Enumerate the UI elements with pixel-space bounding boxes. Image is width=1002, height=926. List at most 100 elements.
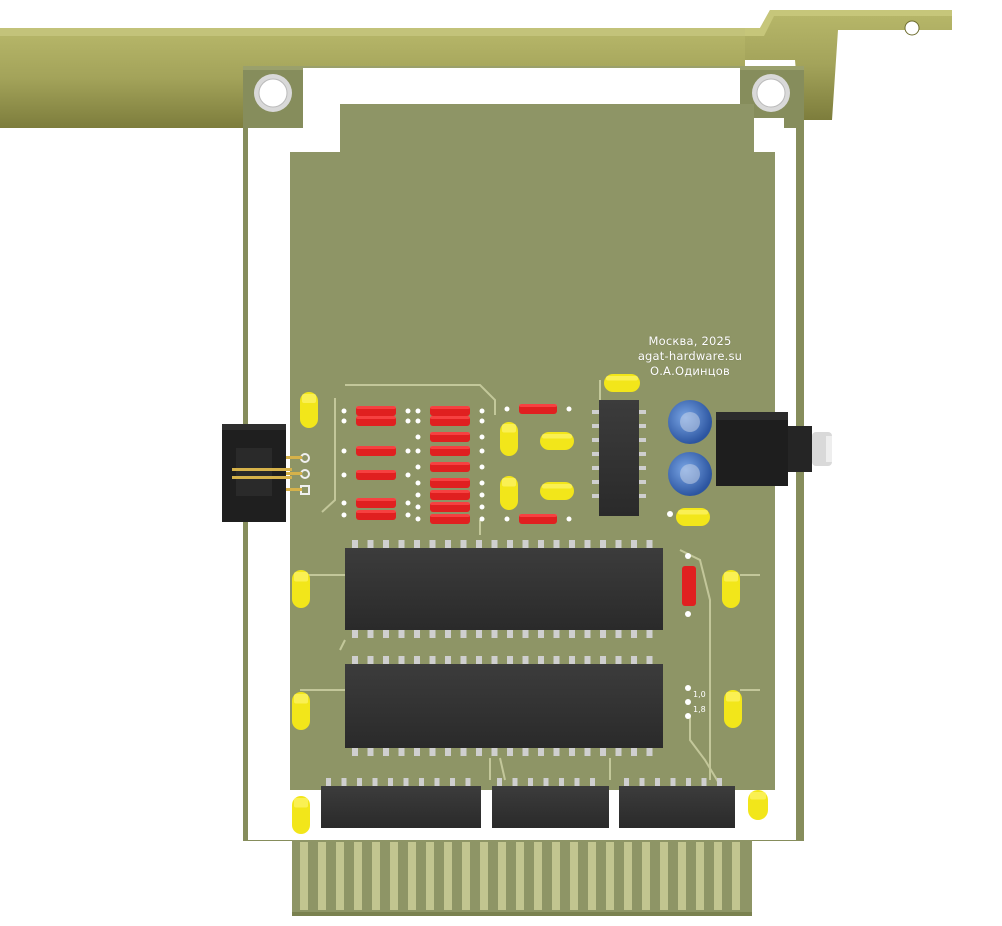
chip-pin (388, 778, 393, 786)
chip-pin (414, 656, 420, 664)
edge-finger (552, 842, 560, 910)
chip-pin (414, 748, 420, 756)
chip-pin (460, 630, 467, 638)
chip-pin (592, 466, 599, 470)
chip-pin (491, 540, 498, 548)
chip-pin (341, 778, 347, 786)
chip-pin (352, 540, 358, 548)
chip-pin (600, 748, 606, 756)
chip-pin (383, 656, 389, 664)
chip-pin (646, 748, 653, 756)
chip-pin (646, 656, 653, 664)
edge-finger (300, 842, 308, 910)
chip-pin (574, 778, 580, 786)
electrolytic-capacitors (667, 400, 712, 517)
chip-pin (559, 778, 564, 786)
chip-pin (522, 748, 529, 756)
jumper-pads (685, 685, 691, 719)
chip-pin (631, 656, 637, 664)
chip-pin (445, 748, 451, 756)
chip-pin (429, 630, 436, 638)
ceramic-capacitors (292, 374, 768, 834)
chip-pin (497, 778, 502, 786)
chip-pin (491, 748, 498, 756)
silkscreen-author: О.А.Одинцов (649, 364, 731, 378)
chip-pin (569, 748, 575, 756)
edge-finger (606, 842, 614, 910)
chip-pin (590, 778, 595, 786)
chip-pin (352, 656, 358, 664)
chip-pin (569, 540, 575, 548)
edge-finger (516, 842, 524, 910)
chip-pin (600, 630, 606, 638)
chip-pin (538, 656, 544, 664)
chip-pin (445, 540, 451, 548)
chip-pin (476, 748, 482, 756)
chip-pin (522, 540, 529, 548)
chip-pin (553, 748, 560, 756)
bracket-screw-hole (904, 20, 920, 36)
jumper-label-upper: 1,0 (693, 690, 706, 699)
dip40-chip-lower (345, 656, 663, 756)
chip-pin (584, 630, 591, 638)
chip-pin (592, 438, 599, 442)
chip-pin (398, 656, 405, 664)
chip-pin (429, 540, 436, 548)
resistor-vertical (682, 553, 696, 617)
edge-finger (444, 842, 452, 910)
edge-finger (642, 842, 650, 910)
silkscreen-website: agat-hardware.su (637, 349, 743, 363)
chip-pin (528, 778, 533, 786)
chip-pin (701, 778, 707, 786)
chip-pin (507, 540, 513, 548)
copper-traces (300, 380, 760, 786)
chip-pin (639, 778, 645, 786)
edge-finger (588, 842, 596, 910)
chip-pin (639, 438, 646, 442)
chip-pin (569, 630, 575, 638)
chip-pin (367, 656, 374, 664)
edge-finger (732, 842, 740, 910)
chip-pin (491, 656, 498, 664)
edge-finger (462, 842, 470, 910)
chip-pin (600, 656, 606, 664)
chip-pin (367, 540, 374, 548)
dip40-chip-upper (345, 540, 663, 638)
chip-pin (460, 748, 467, 756)
chip-pin (615, 656, 622, 664)
chip-pin (615, 540, 622, 548)
chip-pin (476, 656, 482, 664)
edge-finger (336, 842, 344, 910)
chip-pin (639, 466, 646, 470)
edge-connector (300, 842, 740, 910)
chip-pin (414, 630, 420, 638)
chip-pin (670, 778, 676, 786)
chip-pin (584, 748, 591, 756)
edge-finger (714, 842, 722, 910)
chip-pin (367, 630, 374, 638)
silkscreen-city-year: Москва, 2025 (648, 334, 732, 348)
edge-finger (678, 842, 686, 910)
pin-header-connector (222, 424, 310, 522)
chip-pin (538, 540, 544, 548)
chip-pin (631, 630, 637, 638)
chip-pin (398, 630, 405, 638)
chip-pin (631, 540, 637, 548)
chip-pin (522, 656, 529, 664)
audio-jack (716, 412, 832, 486)
chip-pin (592, 480, 599, 484)
chip-pin (592, 424, 599, 428)
chip-pin (553, 656, 560, 664)
chip-pin (639, 410, 646, 414)
resistor-array (341, 404, 572, 524)
chip-pin (460, 656, 467, 664)
edge-finger (660, 842, 668, 910)
jumper-label-lower: 1,8 (693, 705, 706, 714)
chip-pin (398, 748, 405, 756)
chip-pin (429, 656, 436, 664)
chip-pin (615, 748, 622, 756)
chip-pin (553, 630, 560, 638)
chip-pin (414, 540, 420, 548)
chip-pin (624, 778, 629, 786)
